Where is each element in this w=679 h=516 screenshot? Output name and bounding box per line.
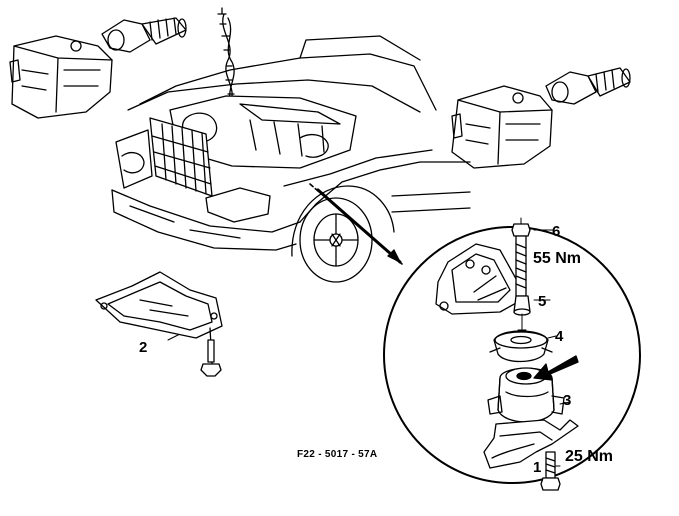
bolt-1 bbox=[540, 451, 561, 491]
callout-2: 2 bbox=[139, 339, 147, 356]
figure-reference-code: F22 - 5017 - 57A bbox=[297, 449, 377, 460]
torque-label-upper: 55 Nm bbox=[533, 250, 581, 267]
callout-1: 1 bbox=[533, 459, 541, 476]
leader-lines bbox=[167, 229, 571, 467]
callout-4: 4 bbox=[555, 328, 564, 345]
engine-mount-bracket bbox=[435, 243, 521, 315]
vehicle-front bbox=[111, 35, 471, 283]
screw-2 bbox=[200, 327, 222, 377]
callout-3: 3 bbox=[563, 392, 571, 409]
mount-indicator-arrow bbox=[533, 355, 579, 381]
support-arm bbox=[483, 419, 579, 469]
rubber-stop-4 bbox=[489, 330, 553, 363]
air-mass-sensor-right bbox=[545, 67, 631, 105]
spacer-sleeve-5 bbox=[513, 295, 531, 331]
air-cleaner-housing-left bbox=[9, 35, 113, 119]
torque-label-lower: 25 Nm bbox=[565, 448, 613, 465]
callout-5: 5 bbox=[538, 293, 546, 310]
air-cleaner-housing-right bbox=[451, 85, 553, 169]
engine-mount-3 bbox=[487, 367, 565, 423]
detail-pointer-arrow bbox=[309, 183, 403, 265]
air-mass-sensor-left bbox=[101, 17, 187, 53]
callout-labels: 6 5 4 3 1 2 55 Nm 25 Nm F22 - 5017 - 57A bbox=[139, 223, 613, 476]
bolt-6 bbox=[511, 217, 531, 297]
underbody-panel-2 bbox=[95, 271, 223, 339]
callout-6: 6 bbox=[552, 223, 560, 240]
